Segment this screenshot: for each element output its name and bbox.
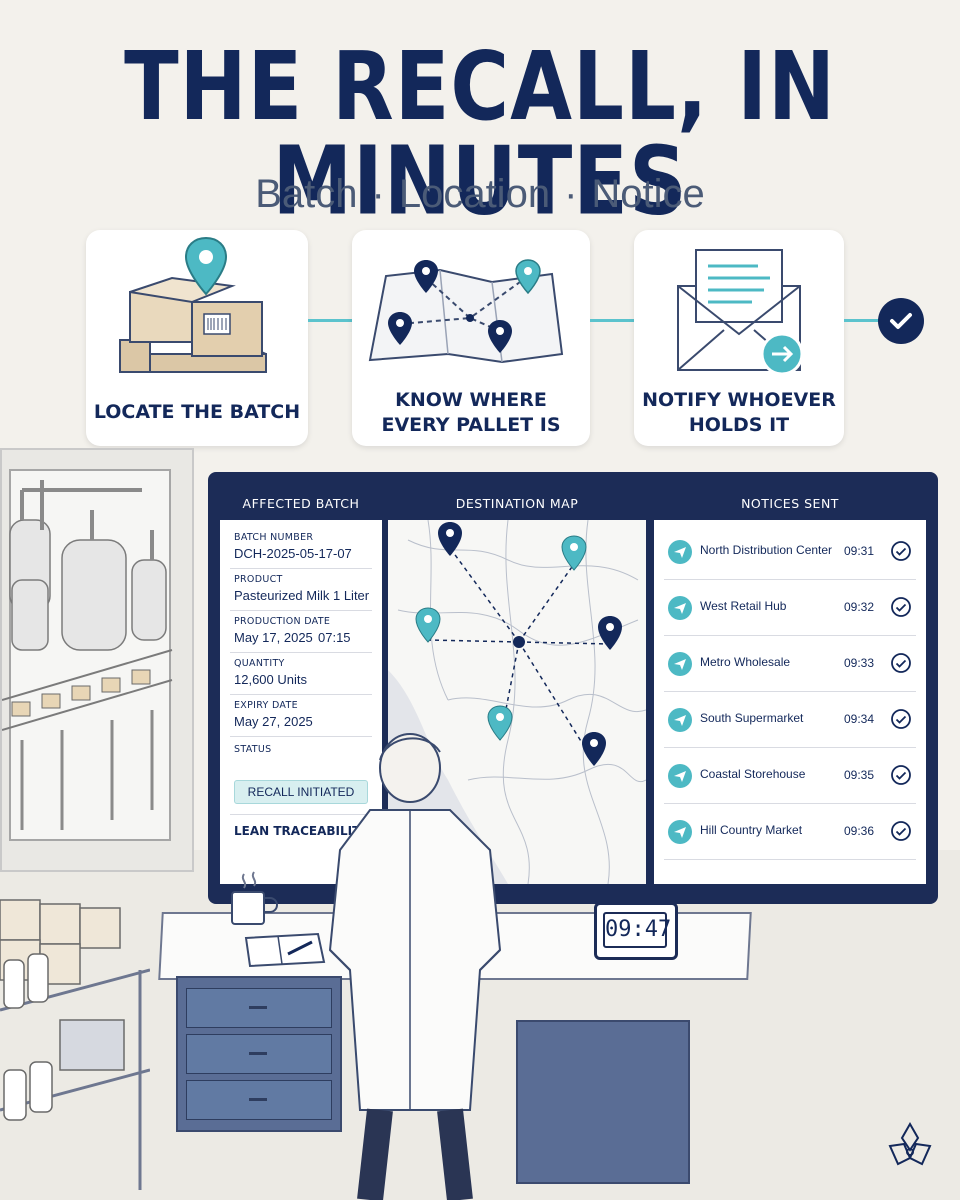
product-value: Pasteurized Milk 1 Liter (234, 588, 370, 603)
divider (230, 652, 372, 653)
panel-title: NOTICES SENT (654, 488, 926, 520)
paper-plane-icon (668, 708, 692, 732)
panel-title: AFFECTED BATCH (220, 488, 382, 520)
notice-time: 09:36 (844, 824, 875, 838)
check-icon (891, 541, 911, 561)
notice-recipient: North Distribution Center (700, 543, 833, 557)
notice-row: South Supermarket 09:34 (664, 692, 916, 748)
batch-number-value: DCH-2025-05-17-07 (234, 546, 352, 561)
paper-plane-icon (668, 596, 692, 620)
divider (230, 568, 372, 569)
map-pin-icon (438, 522, 462, 556)
map-pin-icon (415, 607, 441, 643)
notice-time: 09:34 (844, 712, 875, 726)
drawer (186, 988, 332, 1028)
drawer (186, 1034, 332, 1074)
recall-dashboard-screen: AFFECTED BATCH BATCH NUMBER DCH-2025-05-… (208, 472, 938, 904)
step-card-notify: NOTIFY WHOEVER HOLDS IT (634, 230, 844, 446)
check-icon (891, 821, 911, 841)
map-pin-icon (487, 705, 513, 741)
step-label-map: KNOW WHERE EVERY PALLET IS (381, 389, 561, 436)
notice-recipient: South Supermarket (700, 711, 804, 725)
paper-plane-icon (668, 540, 692, 564)
notice-row: Hill Country Market 09:36 (664, 804, 916, 860)
divider (230, 736, 372, 737)
map-pin-icon (582, 732, 606, 766)
paper-plane-icon (668, 764, 692, 788)
step-card-map: KNOW WHERE EVERY PALLET IS (352, 230, 590, 446)
step-connector (308, 319, 352, 322)
notice-time: 09:33 (844, 656, 875, 670)
step-label-locate: LOCATE THE BATCH (93, 401, 301, 423)
brand-logo-icon (888, 1121, 932, 1166)
map-pins-icon (368, 259, 564, 364)
step-card-locate: LOCATE THE BATCH (86, 230, 308, 446)
field-label: PRODUCTION DATE (234, 616, 331, 627)
notice-row: North Distribution Center 09:31 (664, 524, 916, 580)
brand-label: LEAN TRACEABILITY (234, 824, 369, 838)
field-label: BATCH NUMBER (234, 532, 314, 543)
check-icon (891, 709, 911, 729)
notice-recipient: Hill Country Market (700, 823, 803, 837)
status-label: STATUS (234, 744, 272, 755)
divider (230, 694, 372, 695)
supply-shelf (0, 899, 150, 1190)
page-title: THE RECALL, IN MINUTES (124, 31, 836, 236)
page-subtitle: Batch · Location · Notice (0, 172, 960, 217)
subtitle-notice: Notice (591, 172, 705, 216)
notices-sent-panel: NOTICES SENT North Distribution Center 09… (654, 488, 926, 884)
paper-plane-icon (668, 652, 692, 676)
panel-title: DESTINATION MAP (388, 488, 646, 520)
production-window (0, 448, 194, 872)
subtitle-separator: · (371, 172, 385, 216)
field-label: QUANTITY (234, 658, 285, 669)
field-label: EXPIRY DATE (234, 700, 298, 711)
notice-time: 09:31 (844, 544, 875, 558)
step-connector (844, 319, 880, 322)
quantity-value: 12,600 Units (234, 672, 307, 687)
notebook-icon (244, 932, 326, 968)
check-icon (891, 765, 911, 785)
notice-time: 09:35 (844, 768, 875, 782)
divider (230, 814, 372, 815)
subtitle-batch: Batch (255, 172, 358, 216)
expiry-date-value: May 27, 2025 (234, 714, 313, 729)
step-connector (590, 319, 634, 322)
status-badge: RECALL INITIATED (234, 780, 368, 804)
drawer (186, 1080, 332, 1120)
field-label: PRODUCT (234, 574, 283, 585)
envelope-send-icon (677, 249, 804, 376)
notice-recipient: Metro Wholesale (700, 655, 791, 669)
subtitle-location: Location (398, 172, 551, 216)
notice-time: 09:32 (844, 600, 875, 614)
notice-row: West Retail Hub 09:32 (664, 580, 916, 636)
check-icon (891, 597, 911, 617)
production-line-illustration (1, 469, 173, 841)
desk-drawers (176, 976, 342, 1132)
notice-recipient: Coastal Storehouse (700, 767, 806, 781)
production-time-value: 07:15 (318, 630, 351, 645)
step-label-notify: NOTIFY WHOEVER HOLDS IT (642, 389, 836, 436)
divider (230, 610, 372, 611)
production-date-value: May 17, 2025 (234, 630, 313, 645)
clock-time: 09:47 (603, 912, 671, 948)
subtitle-separator: · (564, 172, 578, 216)
map-pin-icon (598, 616, 622, 650)
pallet-pin-icon (119, 236, 267, 373)
desk-clock: 09:47 (594, 902, 678, 960)
check-icon (891, 653, 911, 673)
affected-batch-panel: AFFECTED BATCH BATCH NUMBER DCH-2025-05-… (220, 488, 382, 884)
paper-plane-icon (668, 820, 692, 844)
notice-row: Coastal Storehouse 09:35 (664, 748, 916, 804)
desk-cabinet (516, 1020, 690, 1184)
inspector-figure (328, 733, 502, 1200)
map-pin-icon (561, 535, 587, 571)
complete-check-icon (878, 298, 924, 344)
notice-recipient: West Retail Hub (700, 599, 787, 613)
notice-row: Metro Wholesale 09:33 (664, 636, 916, 692)
coffee-mug-icon (231, 871, 278, 925)
